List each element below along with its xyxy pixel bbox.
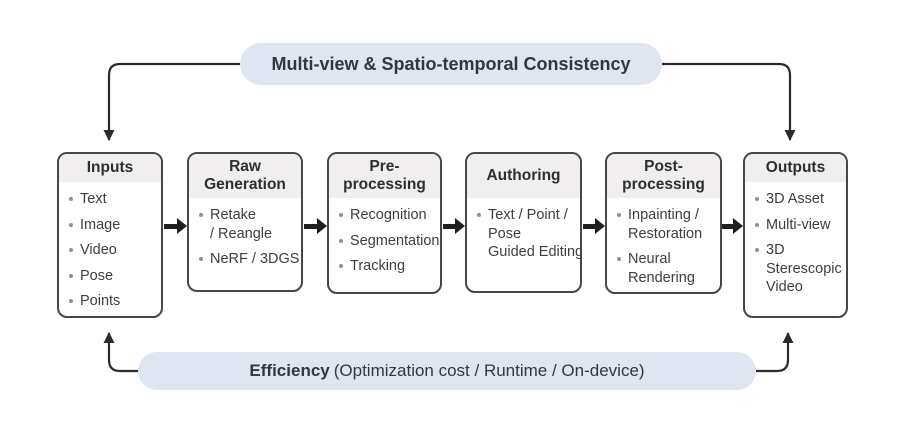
list-item: Tracking — [338, 257, 436, 276]
box-title-post-processing: Post-processing — [607, 154, 720, 198]
list-item-text: Recognition — [350, 207, 427, 223]
consistency-to-outputs-arrow — [662, 62, 796, 141]
box-title-pre-processing: Pre-processing — [329, 154, 440, 198]
bullet-dot-icon — [69, 222, 73, 227]
list-item-text: Inpainting /Restoration — [628, 207, 703, 242]
list-item-text: Image — [80, 216, 121, 233]
list-item: Segmentation — [338, 232, 440, 251]
list-item: Points — [68, 292, 157, 311]
list-item-text: Text — [80, 191, 107, 207]
consistency-banner: Multi-view & Spatio-temporal Consistency — [240, 43, 662, 85]
list-item: 3D Asset — [754, 190, 842, 209]
bullet-dot-icon — [617, 213, 621, 217]
efficiency-banner: Efficiency (Optimization cost / Runtime … — [138, 352, 756, 390]
flow-arrow-icon — [722, 218, 743, 234]
list-item: Image — [68, 216, 157, 235]
list-item-text: Video — [80, 242, 117, 259]
bullet-dot-icon — [199, 213, 203, 217]
bullet-dot-icon — [477, 213, 481, 217]
efficiency-banner-label-bold: Efficiency — [249, 361, 330, 380]
list-item: Pose — [68, 267, 157, 286]
bullet-dot-icon — [69, 248, 73, 253]
bullet-dot-icon — [69, 273, 73, 278]
list-item: Inpainting /Restoration — [616, 206, 716, 243]
list-item-text: NeRF / 3DGS — [210, 251, 300, 268]
consistency-banner-label: Multi-view & Spatio-temporal Consistency — [271, 53, 631, 74]
bullet-dot-icon — [339, 264, 343, 269]
efficiency-to-outputs-arrow — [756, 332, 794, 373]
list-item-text: 3D Asset — [766, 191, 825, 207]
bullet-dot-icon — [755, 248, 759, 253]
list-item: Text — [68, 190, 157, 209]
bullet-dot-icon — [755, 197, 759, 201]
flow-arrow-icon — [443, 218, 465, 234]
bullet-dot-icon — [69, 299, 73, 304]
list-item-text: Segmentation — [350, 232, 440, 249]
bullet-dot-icon — [755, 222, 759, 227]
list-item-text: Pose — [80, 267, 114, 284]
bullet-dot-icon — [69, 197, 73, 201]
efficiency-to-inputs-arrow — [103, 332, 139, 373]
list-item-text: Points — [80, 293, 121, 310]
bullet-dot-icon — [339, 238, 343, 243]
efficiency-banner-label-rest: (Optimization cost / Runtime / On-device… — [333, 361, 645, 380]
list-item-text: Retake/ Reangle — [210, 207, 273, 242]
flow-arrow-icon — [583, 218, 605, 234]
list-item: Retake/ Reangle — [198, 206, 297, 243]
list-item: Video — [68, 241, 157, 260]
flow-arrow-icon — [304, 218, 327, 234]
box-title-outputs: Outputs — [745, 154, 846, 182]
box-title-authoring: Authoring — [467, 154, 580, 198]
list-item: NeRF / 3DGS — [198, 250, 300, 269]
list-item: Recognition — [338, 206, 436, 225]
bullet-dot-icon — [339, 213, 343, 217]
flow-arrow-icon — [164, 218, 187, 234]
box-title-inputs: Inputs — [59, 154, 161, 182]
list-item-text: Tracking — [350, 258, 406, 275]
list-item-text: Multi-view — [766, 216, 831, 233]
bullet-dot-icon — [617, 257, 621, 262]
consistency-to-inputs-arrow — [103, 62, 240, 141]
bullet-dot-icon — [199, 257, 203, 262]
list-item: Multi-view — [754, 216, 842, 235]
